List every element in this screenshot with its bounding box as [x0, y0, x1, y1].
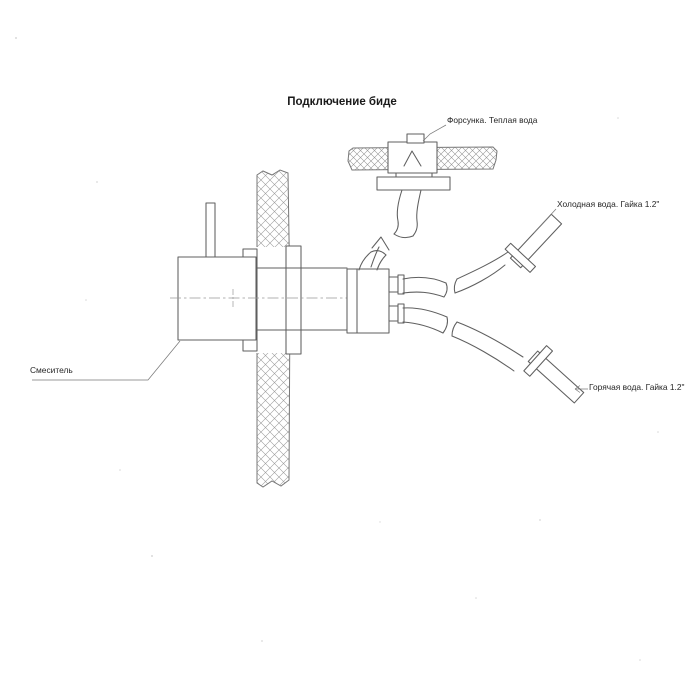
paper-speckles — [15, 37, 659, 661]
connector-nut-bottom — [397, 303, 405, 324]
cold-water-fitting — [504, 213, 563, 273]
hot-leader-line — [574, 385, 588, 393]
mixer-leader-line — [32, 340, 181, 381]
hot-water-label: Горячая вода. Гайка 1.2" — [589, 382, 685, 392]
connector-block — [346, 268, 405, 334]
nozzle-body — [387, 141, 438, 174]
nozzle-label: Форсунка. Теплая вода — [447, 115, 538, 125]
mixer-body — [177, 256, 257, 341]
connector-outlet-top — [388, 276, 399, 293]
nozzle-flange — [376, 176, 451, 191]
warm-water-hose-lower — [358, 250, 387, 271]
hot-water-fitting — [523, 345, 585, 404]
cold-water-label: Холодная вода. Гайка 1.2" — [557, 199, 659, 209]
through-wall-pipe — [255, 267, 348, 331]
nozzle-leader-line — [422, 124, 447, 142]
hot-water-hose — [402, 307, 524, 372]
nozzle-assembly — [376, 133, 451, 191]
diagram-title: Подключение биде — [287, 96, 397, 108]
warm-water-hose-upper — [393, 189, 422, 239]
cold-leader-line — [533, 208, 557, 234]
centerline — [170, 289, 352, 307]
mixer-label: Смеситель — [30, 365, 73, 375]
connector-outlet-bottom — [388, 305, 399, 322]
nozzle-arrow-icon — [403, 150, 422, 167]
flow-arrow-icon — [370, 236, 390, 268]
mixer-stem-pipe — [205, 202, 216, 258]
nozzle-cap — [406, 133, 425, 144]
wall-flange-right — [285, 245, 302, 355]
cold-water-hose — [402, 251, 509, 298]
connector-nut-top — [397, 274, 405, 295]
